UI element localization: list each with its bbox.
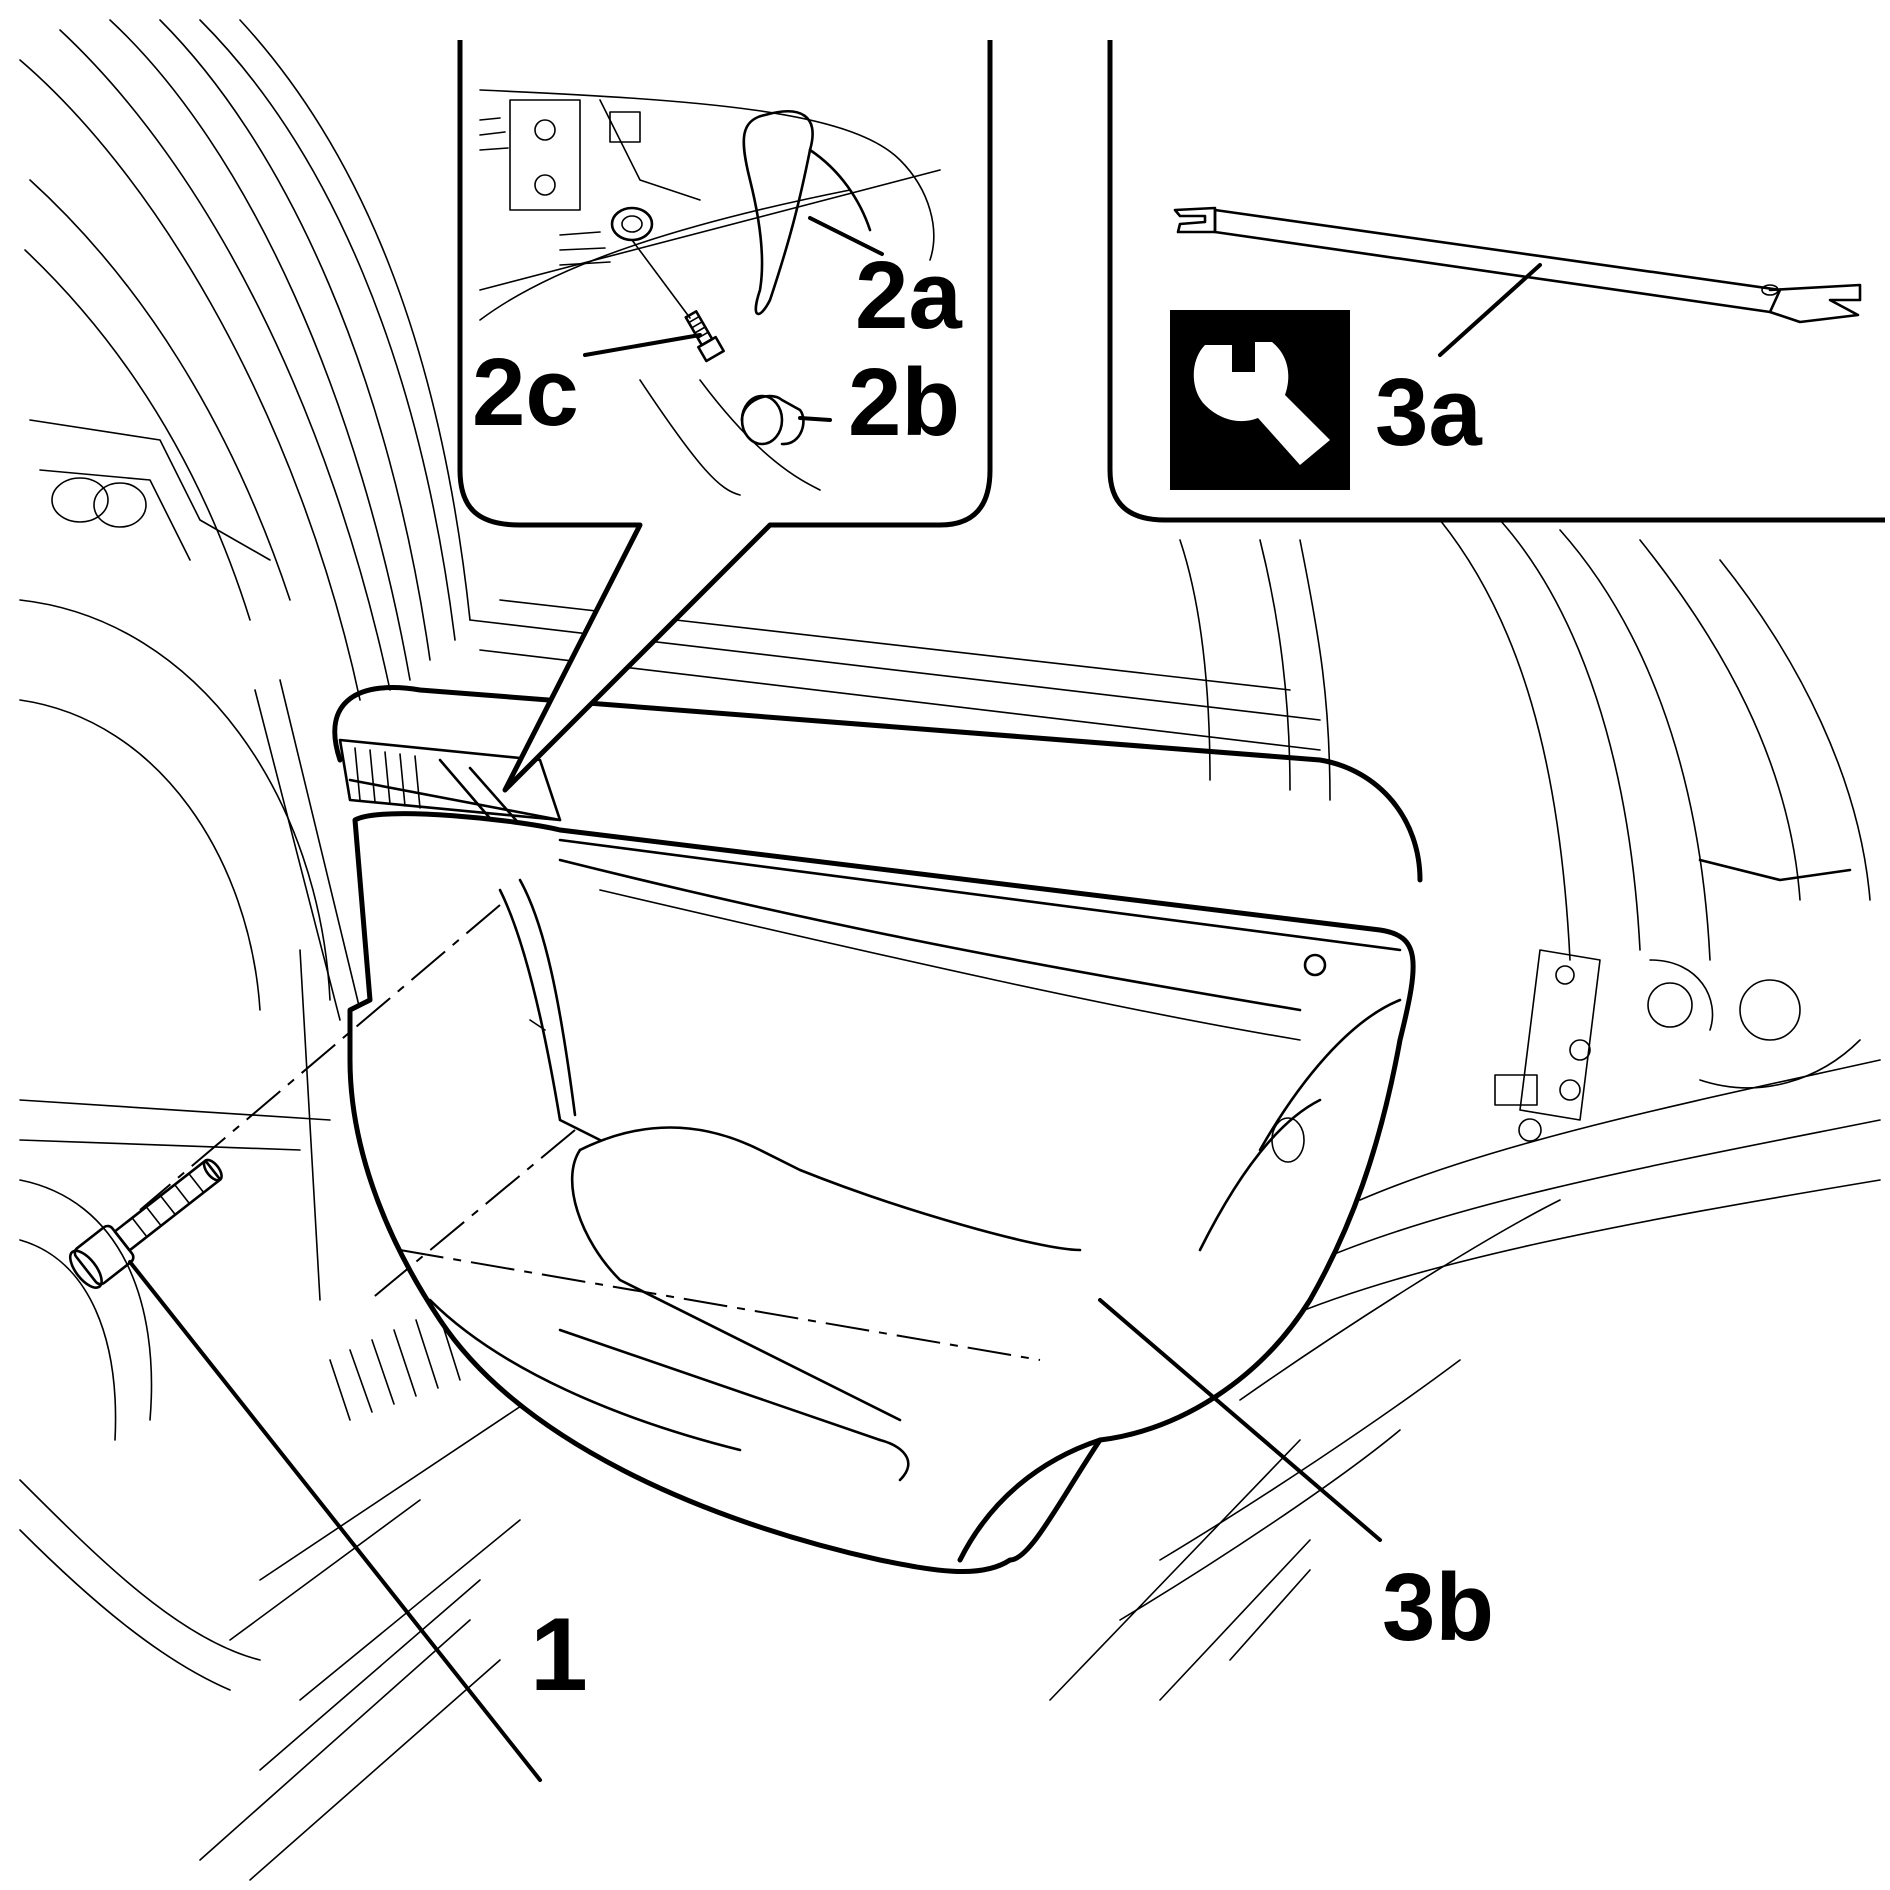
label-inner-screw-2c: 2c: [472, 339, 579, 446]
inner-screw-2c: [684, 310, 725, 363]
car-body-left: [19, 19, 561, 1881]
wrench-icon: [1170, 310, 1350, 490]
callout-tool: [1107, 40, 1885, 523]
callout-handle-detail: [457, 40, 993, 793]
door-trim-panel: [347, 811, 1416, 1575]
cap-2b: [740, 394, 805, 446]
screw-1: [68, 1158, 223, 1289]
label-screw-1: 1: [530, 1597, 588, 1713]
trim-removal-tool: [1173, 206, 1862, 324]
label-door-panel-3b: 3b: [1382, 1554, 1494, 1661]
part-labels: 2a 2c 2b 3a 3b 1: [472, 242, 1494, 1713]
label-handle-2a: 2a: [855, 242, 962, 349]
speaker-grid: [479, 117, 611, 266]
label-cap-2b: 2b: [848, 349, 960, 456]
label-trim-tool-3a: 3a: [1375, 359, 1482, 466]
switch-bezel-ribs: [354, 747, 421, 809]
assembly-lines: [139, 904, 1041, 1361]
leader-lines: [128, 216, 1542, 1782]
